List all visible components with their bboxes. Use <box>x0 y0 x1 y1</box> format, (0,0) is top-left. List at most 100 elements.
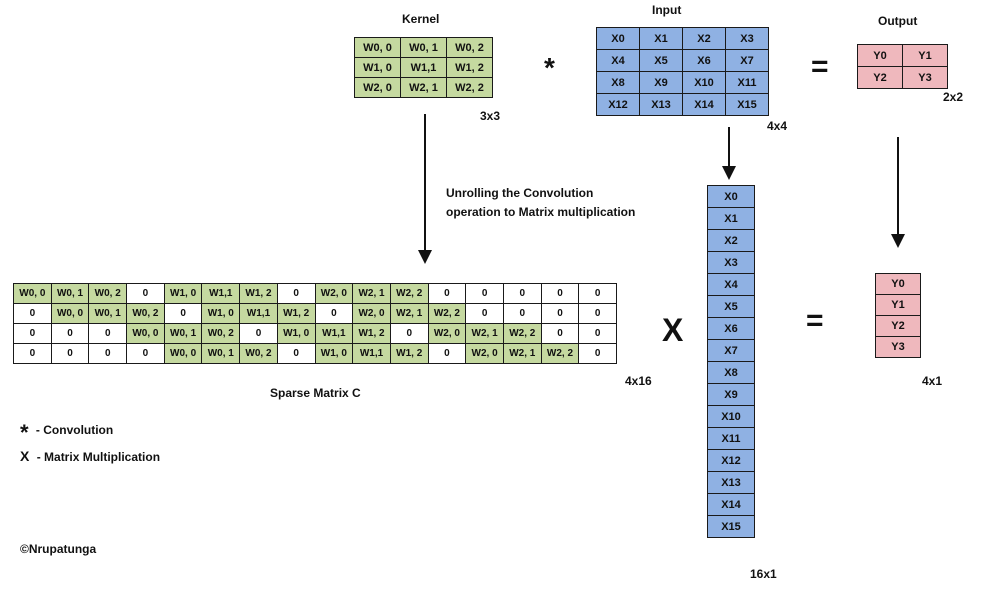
kernel-arrow-shaft <box>424 114 426 250</box>
input-vector-row: X1 <box>707 207 755 230</box>
kernel-size-label: 3x3 <box>480 109 501 123</box>
sparse-cell: W1, 2 <box>276 303 316 324</box>
input-vector-cell: X6 <box>707 317 755 340</box>
output-vector-cell: Y3 <box>875 336 921 358</box>
input-vector-row: X10 <box>707 405 755 428</box>
sparse-cell: W1,1 <box>352 343 391 364</box>
sparse-cell: 0 <box>540 283 580 304</box>
sparse-cell: W0, 1 <box>201 343 241 364</box>
sparse-cell: 0 <box>540 323 580 344</box>
sparse-cell: W1, 0 <box>201 303 241 324</box>
input-cell: X3 <box>725 27 769 50</box>
sparse-cell: 0 <box>427 283 467 304</box>
sparse-cell: W2, 1 <box>465 323 504 344</box>
sparse-cell: 0 <box>502 303 542 324</box>
input-cell: X1 <box>639 27 683 50</box>
sparse-cell: 0 <box>88 343 128 364</box>
sparse-cell: W0, 0 <box>126 323 165 344</box>
kernel-cell: W0, 2 <box>446 37 493 58</box>
sparse-cell: W0, 2 <box>88 283 128 304</box>
sparse-cell: W2, 1 <box>352 283 391 304</box>
input-vector-cell: X2 <box>707 229 755 252</box>
input-vector-cell: X3 <box>707 251 755 274</box>
input-vector-cell: X13 <box>707 471 755 494</box>
input-arrow-shaft <box>728 127 730 167</box>
input-cell: X2 <box>682 27 726 50</box>
output-cell: Y2 <box>857 66 903 89</box>
sparse-cell: 0 <box>276 283 316 304</box>
sparse-cell: W2, 0 <box>314 283 354 304</box>
sparse-cell: W1, 0 <box>314 343 354 364</box>
sparse-cell: W2, 1 <box>389 303 429 324</box>
input-vector-row: X8 <box>707 361 755 384</box>
output-cell: Y1 <box>902 44 948 67</box>
sparse-cell: W0, 1 <box>88 303 128 324</box>
sparse-cell: W2, 2 <box>502 323 542 344</box>
input-cell: X14 <box>682 93 726 116</box>
kernel-arrow-head <box>418 250 432 264</box>
sparse-title: Sparse Matrix C <box>270 386 361 400</box>
output-vector-cell: Y2 <box>875 315 921 337</box>
sparse-cell: 0 <box>578 323 617 344</box>
sparse-cell: 0 <box>465 283 504 304</box>
input-cell: X10 <box>682 71 726 94</box>
kernel-cell: W2, 2 <box>446 77 493 98</box>
legend-multiplication: X - Matrix Multiplication <box>20 448 160 464</box>
kernel-cell: W0, 1 <box>400 37 447 58</box>
output-title: Output <box>878 14 918 28</box>
input-vector-row: X0 <box>707 185 755 208</box>
input-vector-cell: X7 <box>707 339 755 362</box>
unroll-text-line2: operation to Matrix multiplication <box>446 205 636 219</box>
input-vector-cell: X8 <box>707 361 755 384</box>
kernel-title: Kernel <box>402 12 440 26</box>
input-vector-row: X13 <box>707 471 755 494</box>
sparse-cell: 0 <box>50 343 90 364</box>
input-vector-cell: X4 <box>707 273 755 296</box>
output-vector-size-label: 4x1 <box>922 374 943 388</box>
convolution-operator: * <box>544 52 555 83</box>
sparse-cell: W1,1 <box>201 283 241 304</box>
sparse-cell: W2, 0 <box>427 323 467 344</box>
sparse-cell: 0 <box>389 323 429 344</box>
sparse-cell: 0 <box>126 283 165 304</box>
input-vector-row: X3 <box>707 251 755 274</box>
input-vector-row: X6 <box>707 317 755 340</box>
sparse-cell: 0 <box>239 323 278 344</box>
input-cell: X9 <box>639 71 683 94</box>
input-cell: X0 <box>596 27 640 50</box>
input-vector-row: X2 <box>707 229 755 252</box>
legend-multiplication-text: - Matrix Multiplication <box>36 450 161 464</box>
sparse-cell: 0 <box>163 303 203 324</box>
input-vector-row: X11 <box>707 427 755 450</box>
sparse-cell: W2, 1 <box>502 343 542 364</box>
sparse-cell: W1,1 <box>239 303 278 324</box>
unroll-text-line1: Unrolling the Convolution <box>446 186 594 200</box>
legend-convolution-text: - Convolution <box>35 423 114 437</box>
input-cell: X15 <box>725 93 769 116</box>
input-arrow-head <box>722 166 736 180</box>
input-vector-row: X7 <box>707 339 755 362</box>
sparse-cell: W2, 2 <box>427 303 467 324</box>
input-cell: X13 <box>639 93 683 116</box>
sparse-cell: 0 <box>427 343 467 364</box>
kernel-cell: W0, 0 <box>354 37 401 58</box>
input-vector-cell: X10 <box>707 405 755 428</box>
sparse-cell: W2, 0 <box>465 343 504 364</box>
input-vector-cell: X9 <box>707 383 755 406</box>
output-cell: Y0 <box>857 44 903 67</box>
kernel-cell: W1, 2 <box>446 57 493 78</box>
